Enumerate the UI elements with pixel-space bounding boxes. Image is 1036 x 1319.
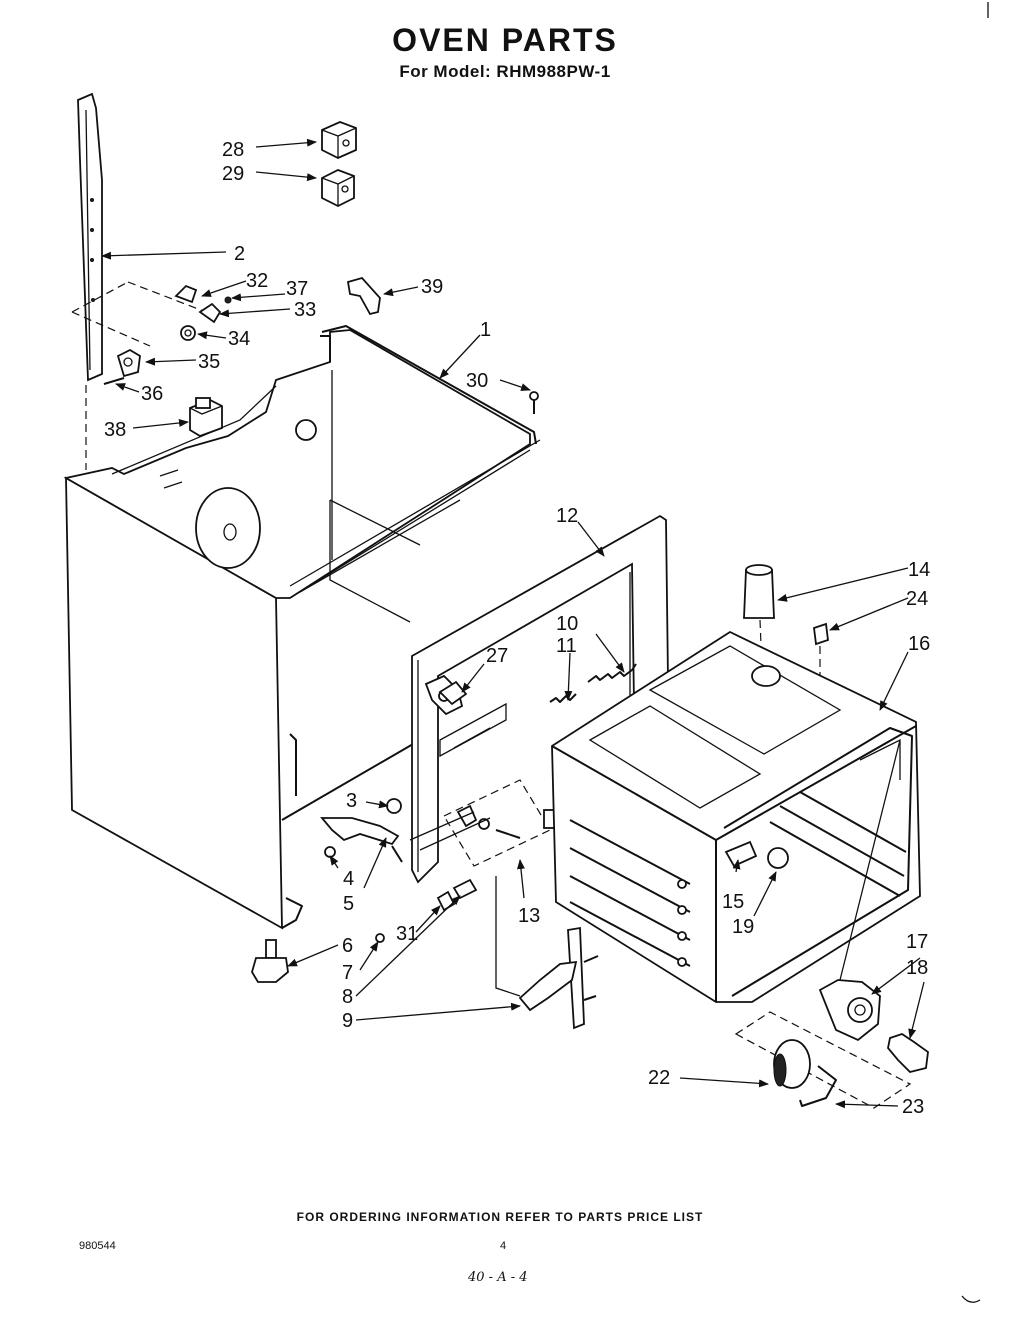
part-latch-assembly	[409, 779, 557, 867]
part-screw	[529, 391, 539, 414]
callout-29: 29	[222, 163, 244, 185]
callout-33: 33	[294, 299, 316, 321]
callout-4: 4	[343, 868, 354, 890]
callout-36: 36	[141, 383, 163, 405]
callout-17: 17	[906, 931, 928, 953]
callout-14: 14	[908, 559, 930, 581]
callout-35: 35	[198, 351, 220, 373]
callout-23: 23	[902, 1096, 924, 1118]
part-range-body	[63, 325, 541, 930]
part-knob-28	[321, 121, 357, 159]
document-number: 980544	[79, 1240, 116, 1252]
callout-31: 31	[396, 923, 418, 945]
callout-18: 18	[906, 957, 928, 979]
callout-labels: 1 2 3 4 5 6 7 8 9 10 11 12 13 14 15 16 1…	[104, 139, 930, 1118]
leader-lines	[101, 138, 925, 1109]
part-knob-29	[321, 169, 355, 208]
part-door-hinge	[495, 876, 599, 1030]
callout-27: 27	[486, 645, 508, 667]
callout-13: 13	[518, 905, 540, 927]
callout-19: 19	[732, 916, 754, 938]
callout-38: 38	[104, 419, 126, 441]
part-bracket	[346, 276, 381, 316]
scan-mark	[961, 1295, 981, 1303]
callout-22: 22	[648, 1067, 670, 1089]
callout-37: 37	[286, 278, 308, 300]
callout-12: 12	[556, 505, 578, 527]
callout-15: 15	[722, 891, 744, 913]
part-switch-hardware	[71, 281, 232, 385]
callout-32: 32	[246, 270, 268, 292]
page-title: OVEN PARTS	[392, 22, 618, 58]
ordering-note: FOR ORDERING INFORMATION REFER TO PARTS …	[296, 1210, 704, 1224]
page-number: 4	[500, 1240, 507, 1252]
callout-30: 30	[466, 370, 488, 392]
callout-34: 34	[228, 328, 250, 350]
callout-16: 16	[908, 633, 930, 655]
callout-39: 39	[421, 276, 443, 298]
callout-11: 11	[556, 635, 577, 657]
callout-1: 1	[480, 319, 491, 341]
model-subtitle: For Model: RHM988PW-1	[399, 62, 611, 81]
part-side-trim	[77, 92, 103, 470]
part-lens-retainer	[773, 1039, 837, 1107]
callout-10: 10	[556, 613, 578, 635]
callout-5: 5	[343, 893, 354, 915]
part-light-bulb	[734, 739, 929, 1109]
part-terminal	[438, 680, 468, 706]
callout-2: 2	[234, 243, 245, 265]
part-fasteners	[375, 878, 478, 943]
callout-9: 9	[342, 1010, 353, 1032]
part-vent-tube	[743, 564, 775, 671]
part-pivot-hardware	[320, 798, 403, 863]
callout-6: 6	[342, 935, 353, 957]
handwritten-note: 40 - A - 4	[468, 1270, 528, 1285]
callout-7: 7	[342, 962, 353, 984]
callout-3: 3	[346, 790, 357, 812]
part-leveling-leg	[251, 939, 289, 983]
part-oven-cavity	[551, 630, 921, 1003]
callout-28: 28	[222, 139, 244, 161]
callout-8: 8	[342, 986, 353, 1008]
callout-24: 24	[906, 588, 928, 610]
